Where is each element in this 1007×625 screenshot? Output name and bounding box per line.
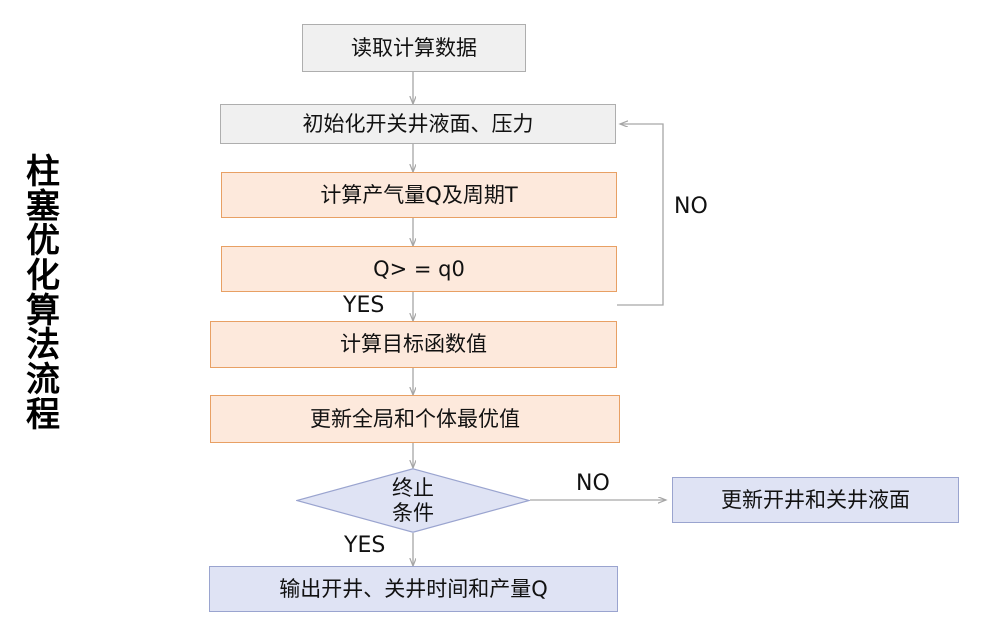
node-read-data-label: 读取计算数据 xyxy=(351,35,477,60)
node-init-levels-label: 初始化开关井液面、压力 xyxy=(302,111,534,136)
node-read-data[interactable]: 读取计算数据 xyxy=(302,24,526,72)
node-calc-q-t[interactable]: 计算产气量Q及周期T xyxy=(221,172,617,218)
diamond-shape xyxy=(296,468,530,533)
node-calc-q-t-label: 计算产气量Q及周期T xyxy=(320,182,518,207)
node-stop-condition[interactable]: 终止 条件 xyxy=(296,468,530,533)
edge-label-q-check-yes: YES xyxy=(343,293,385,318)
node-calc-objective[interactable]: 计算目标函数值 xyxy=(210,321,617,368)
node-output-result-label: 输出开井、关井时间和产量Q xyxy=(279,576,548,601)
node-check-q-label: Q> = q0 xyxy=(373,256,465,281)
node-update-best-label: 更新全局和个体最优值 xyxy=(310,406,520,431)
node-stop-condition-label: 终止 条件 xyxy=(392,476,434,525)
edge-label-q-check-no: NO xyxy=(674,194,708,219)
diagram-caption: 柱塞优化算法流程 xyxy=(26,152,60,435)
node-update-levels-label: 更新开井和关井液面 xyxy=(721,487,910,512)
node-check-q[interactable]: Q> = q0 xyxy=(221,246,617,292)
node-update-levels[interactable]: 更新开井和关井液面 xyxy=(672,477,959,523)
edge-label-stop-no: NO xyxy=(576,471,610,496)
node-update-best[interactable]: 更新全局和个体最优值 xyxy=(210,395,620,443)
node-calc-objective-label: 计算目标函数值 xyxy=(340,332,487,357)
node-init-levels[interactable]: 初始化开关井液面、压力 xyxy=(220,104,616,144)
node-output-result[interactable]: 输出开井、关井时间和产量Q xyxy=(209,566,618,612)
edge-label-stop-yes: YES xyxy=(344,533,386,558)
